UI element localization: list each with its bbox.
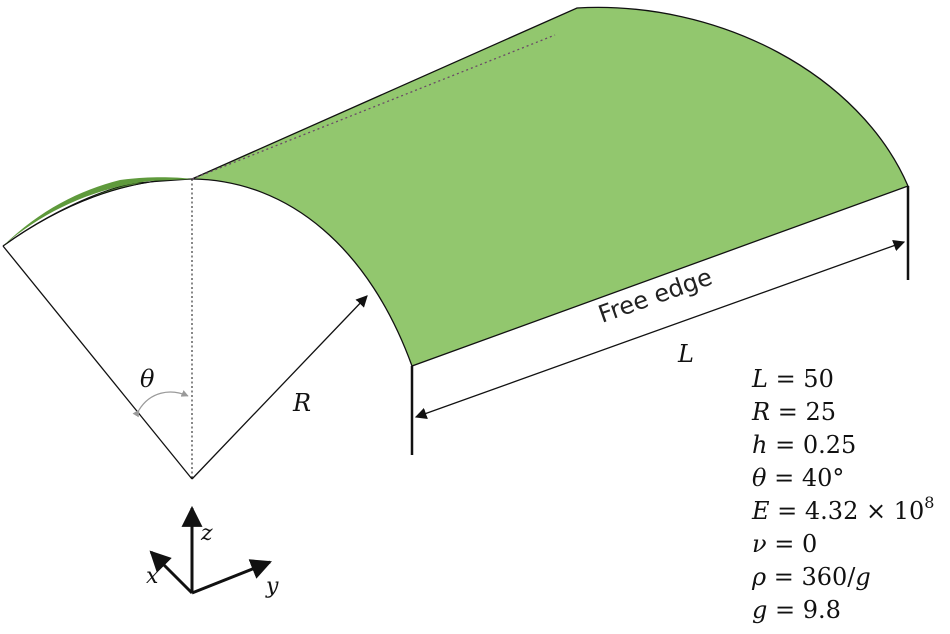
- theta-label: θ: [140, 365, 155, 393]
- axis-x-arrow: [149, 550, 194, 595]
- axis-z-label: z: [200, 521, 213, 546]
- parameter-list: L = 50 R = 25 h = 0.25 θ = 40° E = 4.32 …: [751, 365, 934, 624]
- param-theta: θ = 40°: [752, 464, 844, 492]
- coordinate-axes: z y x: [146, 505, 279, 599]
- param-rho: ρ = 360/g: [751, 563, 871, 591]
- length-label: L: [677, 340, 694, 368]
- length-dimension-arrow: [414, 240, 906, 419]
- axis-x-label: x: [146, 564, 159, 589]
- axis-y-arrow: [191, 559, 272, 595]
- theta-arc: [132, 390, 189, 418]
- param-E: E = 4.32 × 108: [751, 493, 934, 525]
- radius-arrow: [191, 295, 368, 480]
- param-R: R = 25: [751, 398, 836, 426]
- param-h: h = 0.25: [752, 431, 856, 459]
- param-nu: ν = 0: [752, 530, 817, 558]
- param-g: g = 9.8: [752, 596, 841, 624]
- radius-left: [2, 245, 193, 480]
- shell-inner-face-top: [3, 177, 192, 246]
- shell-surface: [2, 6, 909, 367]
- param-L: L = 50: [751, 365, 834, 393]
- axis-y-label: y: [265, 574, 279, 599]
- radius-label: R: [292, 389, 311, 417]
- crown-line: [191, 34, 556, 180]
